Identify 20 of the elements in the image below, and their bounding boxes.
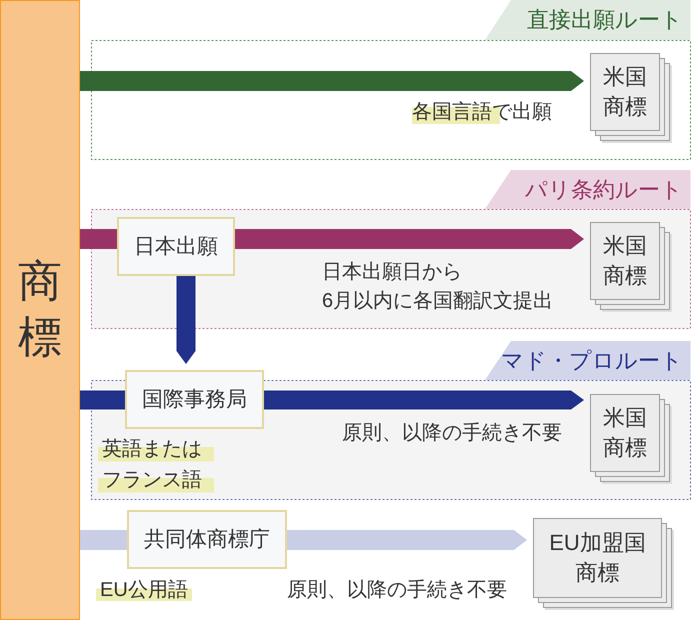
- band-arrow: [176, 276, 196, 364]
- edge-label: 原則、以降の手続き不要: [342, 421, 562, 445]
- band-arrow: [264, 390, 584, 410]
- category-bar: 商標: [0, 0, 80, 620]
- band-arrow: [235, 229, 584, 249]
- edge-label: 日本出願日から6月以内に各国翻訳文提出: [322, 260, 554, 314]
- process-box: 日本出願: [117, 217, 235, 276]
- connector-band: [80, 530, 127, 550]
- route-panel: [91, 0, 691, 160]
- band-arrow: [287, 530, 527, 550]
- process-box: 共同体商標庁: [127, 510, 287, 569]
- connector-band: [80, 229, 117, 249]
- edge-label: 原則、以降の手続き不要: [287, 578, 507, 602]
- tab-heading: パリ条約ルート: [525, 176, 683, 202]
- highlighted-note: EU公用語: [96, 577, 192, 603]
- tab-heading: マド・プロルート: [501, 348, 683, 374]
- tab-heading: 直接出願ルート: [527, 7, 683, 33]
- edge-label: 各国言語で出願: [412, 100, 552, 124]
- process-box: 国際事務局: [125, 370, 264, 429]
- band-arrow: [80, 71, 584, 91]
